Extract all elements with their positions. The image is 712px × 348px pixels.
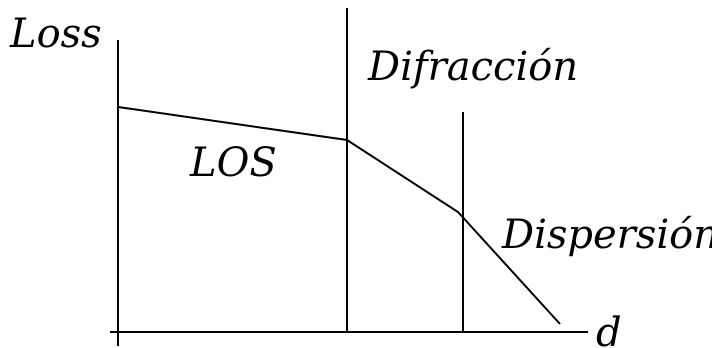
y-axis-label: Loss	[9, 11, 102, 57]
dispersion-region-label: Dispersión	[501, 212, 712, 258]
loss-curve	[117, 106, 561, 325]
diffraction-region-label: Difracción	[367, 44, 578, 90]
x-axis-label: d	[596, 310, 622, 348]
los-region-label: LOS	[189, 140, 277, 186]
